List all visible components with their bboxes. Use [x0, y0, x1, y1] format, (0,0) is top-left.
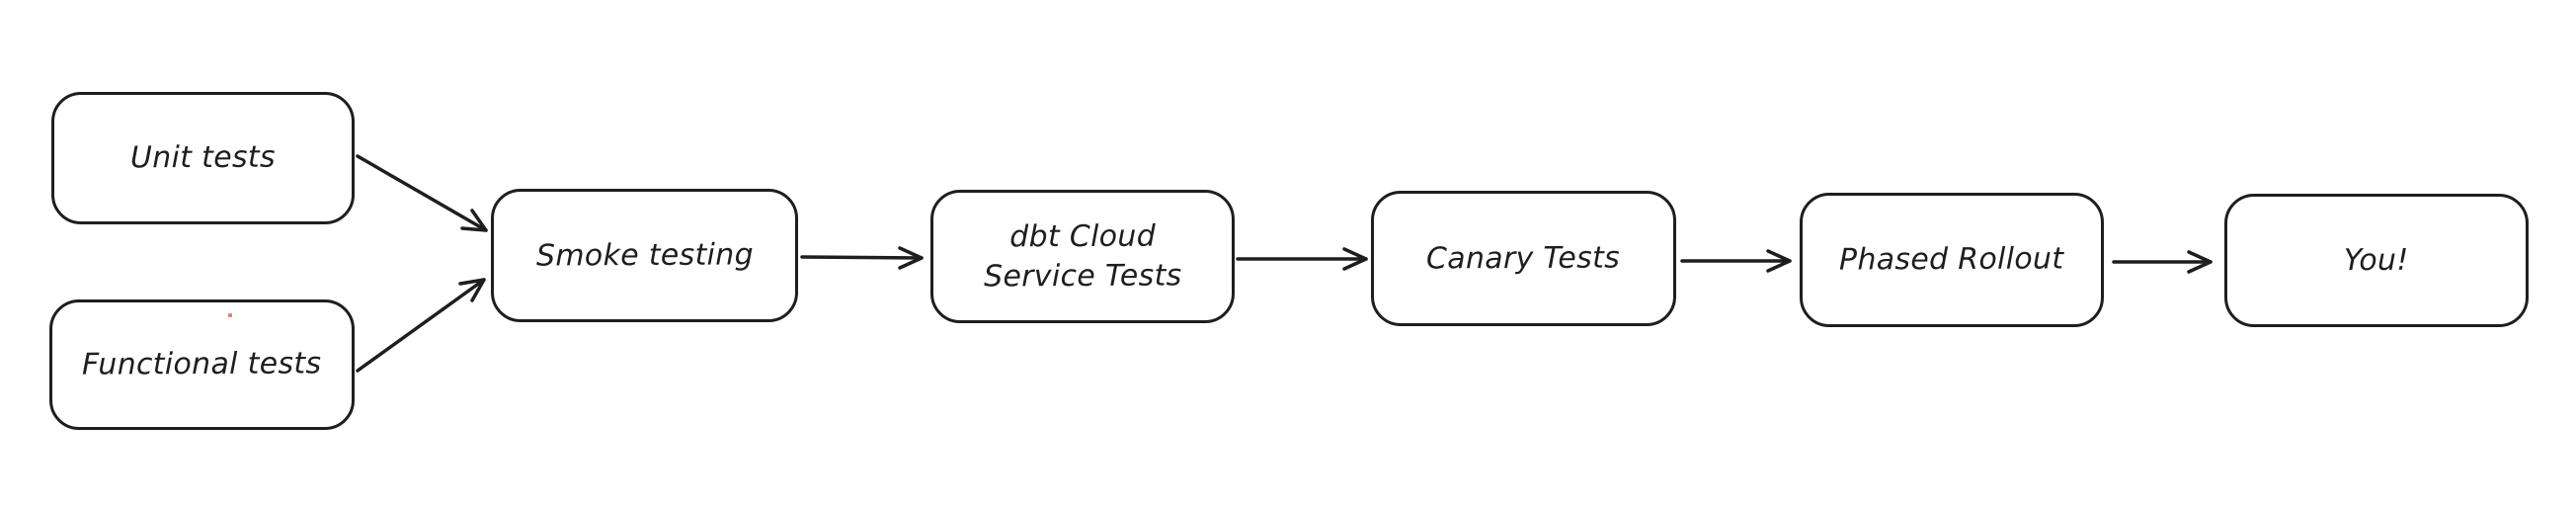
- node-dbt-cloud-service-tests: dbt Cloud Service Tests: [930, 190, 1235, 323]
- arrow-functional-tests-to-smoke-testing: [356, 278, 486, 373]
- node-phased-rollout-label: Phased Rollout: [1839, 241, 2064, 278]
- node-functional-tests-label: Functional tests: [82, 346, 322, 382]
- arrow-canary-tests-to-phased-rollout: [1680, 249, 1792, 273]
- arrow-phased-rollout-to-you: [2112, 250, 2213, 274]
- arrow-dbt-cloud-service-tests-to-canary-tests: [1236, 247, 1368, 271]
- node-you: You!: [2224, 194, 2529, 327]
- node-canary-tests: Canary Tests: [1371, 191, 1676, 326]
- node-unit-tests-label: Unit tests: [129, 139, 277, 176]
- red-dot-artifact: [228, 313, 232, 317]
- arrow-unit-tests-to-smoke-testing: [356, 154, 488, 232]
- node-phased-rollout: Phased Rollout: [1800, 193, 2104, 327]
- arrow-smoke-testing-to-dbt-cloud-service-tests: [800, 246, 924, 270]
- node-you-label: You!: [2344, 242, 2409, 278]
- node-functional-tests: Functional tests: [49, 299, 355, 430]
- node-unit-tests: Unit tests: [51, 92, 355, 224]
- node-dbt-cloud-service-tests-label: dbt Cloud Service Tests: [983, 218, 1182, 295]
- node-smoke-testing-label: Smoke testing: [535, 237, 754, 274]
- node-canary-tests-label: Canary Tests: [1426, 240, 1621, 277]
- node-smoke-testing: Smoke testing: [491, 189, 798, 322]
